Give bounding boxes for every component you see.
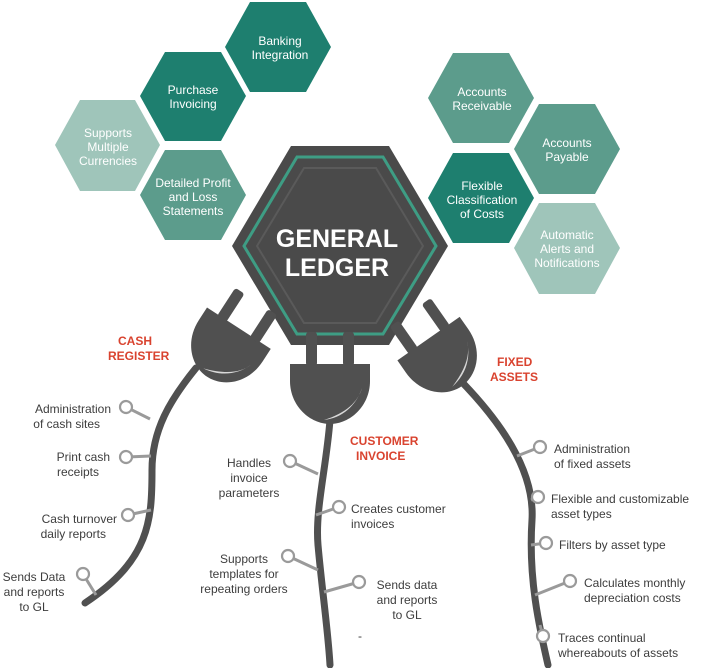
node-dot-icon [530,489,546,505]
node-dot-icon [331,499,347,515]
fixed-assets-cable [451,371,552,668]
item-label: Filters by asset type [559,538,666,552]
node-dot-icon [538,535,554,551]
customer-invoice-cable [314,416,334,668]
node-dot-icon [120,507,136,523]
node-dot-icon [535,628,551,644]
node-dot-icon [562,573,578,589]
node-dot-icon [351,574,367,590]
footnote-mark: - [358,629,362,643]
node-dot-icon [118,399,134,415]
node-dot-icon [282,453,298,469]
fixed-assets-item: Filters by asset type [530,535,666,552]
fixed-assets-plug-icon [390,299,477,393]
node-dot-icon [532,439,548,455]
cash-register-cable [81,364,200,607]
node-dot-icon [118,449,134,465]
node-dot-icon [280,548,296,564]
cash-register-plug-icon [191,288,277,383]
node-dot-icon [75,566,91,582]
customer-invoice-plug-icon [290,332,370,424]
